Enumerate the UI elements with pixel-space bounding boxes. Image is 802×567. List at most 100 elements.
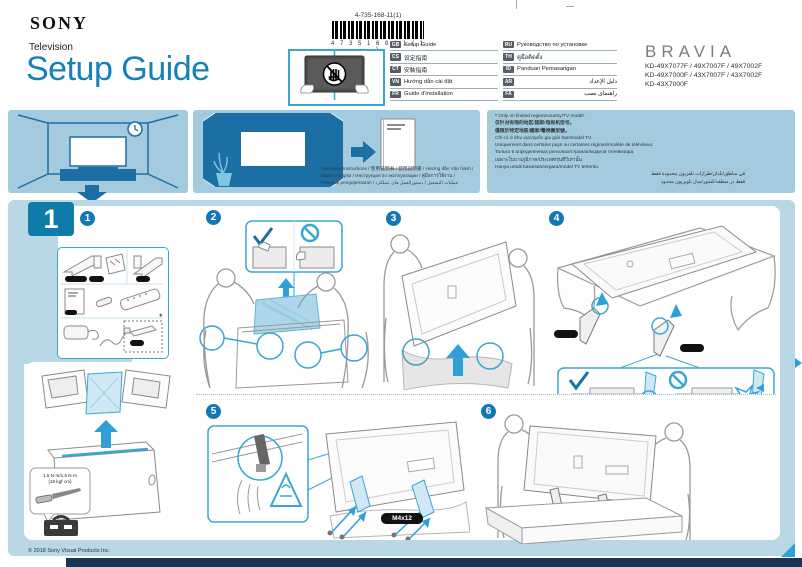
step-2-lift-from-box-illustration (199, 220, 369, 389)
language-code: FA (503, 90, 514, 98)
tv-table (484, 497, 684, 544)
stand-leg (411, 479, 435, 519)
up-arrow-icon (94, 420, 118, 448)
stand-leg-insert-right (651, 304, 682, 357)
part-ref-pill (130, 340, 144, 346)
person-left (383, 234, 423, 383)
language-code: TH (503, 53, 514, 61)
hand-outline (236, 479, 261, 515)
screw-bag-part (105, 253, 126, 275)
row-divider (196, 394, 776, 395)
language-label: 设定指南 (404, 55, 428, 62)
language-label: Hướng dẫn cài đặt (404, 78, 453, 85)
region-note: * Only on limited region/country/TV mode… (495, 114, 745, 185)
barcode (332, 21, 424, 39)
right-arrow-icon (351, 141, 376, 163)
part-ref-pill (680, 344, 704, 352)
language-code: CT (390, 65, 401, 74)
asterisk-mark: * (495, 114, 497, 119)
unpacking-panel: 1.5 N·m/1.5 N·m {15 kgf·cm} (26, 362, 188, 540)
step-5-number: 5 (206, 404, 221, 419)
asterisk-mark: * (159, 312, 163, 322)
prohibition-icon (300, 223, 320, 243)
toolbox-icon (44, 515, 78, 536)
step-4-number: 4 (549, 211, 564, 226)
language-code: RU (503, 40, 514, 49)
torque-bubble (29, 467, 91, 523)
bravia-logo: BRAVIA (645, 42, 737, 61)
part-ref-pill (65, 310, 77, 315)
up-arrow-icon (278, 278, 294, 302)
language-label: راهنمای نصب (584, 91, 617, 98)
language-code: VN (390, 78, 401, 86)
page-title: Setup Guide (26, 50, 210, 88)
wall-tv-illustration (202, 112, 416, 188)
plant-icon (213, 152, 228, 174)
step-4-attach-stand-illustration (554, 225, 776, 394)
product-type: Television (29, 42, 73, 53)
step-1-number: 1 (80, 211, 95, 226)
crop-mark (566, 6, 574, 7)
impact-starburst-icon (734, 383, 761, 394)
crop-mark (516, 0, 517, 9)
screwdriver-icon (254, 434, 270, 466)
screw-size-label: M4x12 (381, 513, 423, 524)
caution-icon (269, 471, 303, 507)
remote-part (119, 288, 161, 311)
step-6-number: 6 (481, 404, 496, 419)
stand-leg-left-part (62, 255, 102, 277)
battery-part (95, 296, 113, 308)
language-label: دليل الإعداد (589, 78, 617, 85)
up-arrow-icon (446, 344, 470, 376)
prohibition-icon (668, 370, 688, 390)
step-3-number: 3 (386, 211, 401, 226)
part-ref-pill (554, 330, 578, 338)
language-label: Руководство по установке (517, 41, 588, 48)
hand-highlight-circles (402, 338, 504, 370)
down-arrow-icon (77, 185, 107, 203)
manual-reference-panel: Operating Instructions / 使用说明书 / 使用說明書 /… (193, 110, 480, 193)
step-6-place-tv-illustration (484, 414, 691, 544)
tv-face-down (570, 225, 758, 299)
check-icon (568, 371, 590, 391)
page-edge-marker (795, 358, 802, 368)
model-line: KD-43X7000F (645, 81, 689, 88)
model-line: KD-49X7077F / 49X7007F / 49X7002F (645, 63, 763, 70)
language-code: GB (390, 40, 401, 49)
language-code: AR (503, 78, 514, 86)
language-label: Guide d'installation (404, 91, 453, 98)
ac-adapter-part (63, 325, 99, 340)
model-list: KD-49X7077F / 49X7007F / 49X7002F KD-49X… (645, 62, 762, 89)
manual-caption: Operating Instructions / 使用说明书 / 使用說明書 /… (321, 166, 474, 185)
edge-inset (557, 367, 775, 394)
screwdriver-icon (35, 488, 81, 504)
sony-logo: SONY (30, 13, 89, 33)
screws (327, 530, 411, 540)
booklet-part (64, 288, 85, 315)
stand-leg (349, 475, 371, 513)
grip-inset (245, 220, 343, 273)
page-corner-marker (781, 543, 795, 557)
part-ref-pill (65, 276, 87, 282)
language-row: FA راهنمای نصب (503, 89, 617, 101)
part-ref-pill (89, 276, 104, 282)
language-label: Setup Guide (404, 41, 437, 48)
step-2-number: 2 (206, 210, 221, 225)
section-number-badge: 1 (28, 202, 74, 236)
supplied-parts-illustration: * (60, 250, 163, 353)
screwing-inset (207, 425, 309, 523)
no-touch-screen-figure (288, 49, 385, 106)
person-right (649, 422, 691, 541)
plant-pot (216, 173, 232, 186)
language-row: AR دليل الإعداد (503, 76, 617, 89)
region-note-panel: * Only on limited region/country/TV mode… (487, 110, 795, 193)
part-number: 4-735-168-11(1) (354, 12, 402, 19)
